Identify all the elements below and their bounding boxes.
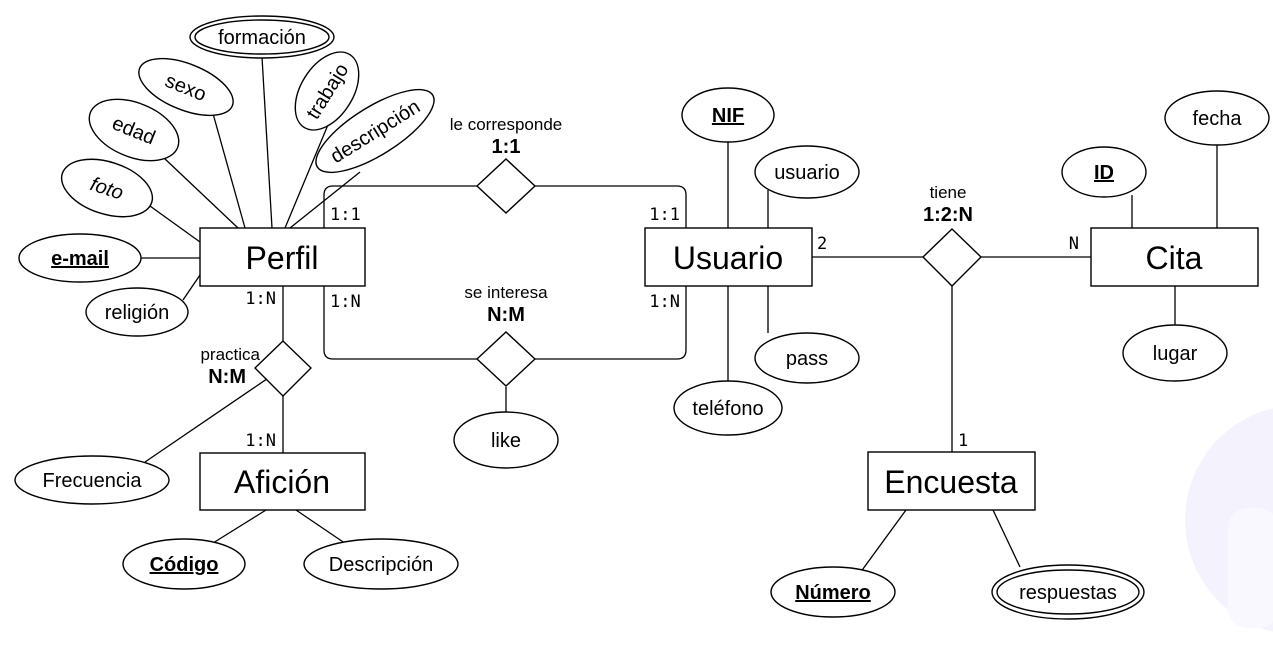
multiplicity-encuesta-tiene: 1 bbox=[958, 431, 968, 451]
relationship-le-corresponde-name: le corresponde bbox=[450, 115, 562, 134]
attribute-religion: religión bbox=[85, 287, 189, 337]
attribute-descripcion-aficion: Descripción bbox=[303, 538, 459, 590]
attribute-id: ID bbox=[1061, 146, 1147, 198]
attribute-like: like bbox=[453, 411, 559, 469]
multiplicity-usuario-le-corresponde: 1:1 bbox=[649, 205, 680, 225]
attribute-fecha: fecha bbox=[1164, 90, 1270, 146]
entity-cita: Cita bbox=[1090, 227, 1259, 287]
entity-encuesta: Encuesta bbox=[867, 451, 1036, 511]
entity-perfil: Perfil bbox=[199, 227, 366, 287]
relationship-practica-name: practica bbox=[200, 345, 260, 364]
multiplicity-perfil-practica: 1:N bbox=[245, 289, 276, 309]
multiplicity-perfil-se-interesa: 1:N bbox=[330, 292, 361, 312]
attribute-respuestas-label: respuestas bbox=[1019, 582, 1117, 604]
attribute-trabajo: trabajo bbox=[294, 51, 360, 131]
attribute-email: e-mail bbox=[18, 233, 142, 283]
attribute-descripcion-aficion-label: Descripción bbox=[329, 554, 433, 576]
attribute-nif-label: NIF bbox=[712, 105, 744, 127]
attribute-usuario: usuario bbox=[754, 145, 860, 199]
attribute-telefono-label: teléfono bbox=[692, 398, 763, 420]
attribute-usuario-label: usuario bbox=[774, 162, 840, 184]
relationship-tiene-cardinality: 1:2:N bbox=[923, 204, 973, 226]
multiplicity-perfil-le-corresponde: 1:1 bbox=[330, 205, 361, 225]
attribute-sexo: sexo bbox=[138, 57, 234, 117]
connector-lines bbox=[139, 56, 1218, 574]
entity-usuario-label: Usuario bbox=[673, 240, 783, 276]
entity-cita-label: Cita bbox=[1146, 240, 1203, 276]
attribute-lugar: lugar bbox=[1122, 324, 1228, 382]
attribute-codigo-label: Código bbox=[150, 554, 219, 576]
multiplicity-usuario-tiene: 2 bbox=[817, 234, 827, 254]
attribute-foto: foto bbox=[60, 158, 154, 218]
attribute-formacion: formación bbox=[189, 15, 335, 59]
relationship-se-interesa: se interesa N:M 1:N 1:N bbox=[330, 283, 680, 387]
relationship-se-interesa-cardinality: N:M bbox=[487, 304, 525, 326]
relationship-tiene-name: tiene bbox=[930, 183, 967, 202]
multiplicity-cita-tiene: N bbox=[1069, 234, 1079, 254]
multiplicity-aficion-practica: 1:N bbox=[245, 431, 276, 451]
attribute-frecuencia-label: Frecuencia bbox=[43, 470, 143, 492]
relationship-se-interesa-name: se interesa bbox=[464, 283, 548, 302]
attribute-formacion-label: formación bbox=[218, 27, 306, 49]
entity-encuesta-label: Encuesta bbox=[884, 464, 1018, 500]
multiplicity-usuario-se-interesa: 1:N bbox=[649, 292, 680, 312]
attribute-pass: pass bbox=[754, 332, 860, 384]
attribute-edad: edad bbox=[88, 98, 180, 162]
entity-perfil-label: Perfil bbox=[246, 240, 319, 276]
attribute-frecuencia: Frecuencia bbox=[14, 455, 170, 505]
attribute-like-label: like bbox=[491, 430, 521, 452]
relationship-le-corresponde-cardinality: 1:1 bbox=[492, 136, 521, 158]
attribute-numero-label: Número bbox=[795, 582, 871, 604]
watermark-logo bbox=[1185, 408, 1273, 632]
attribute-religion-label: religión bbox=[105, 302, 169, 324]
attribute-codigo: Código bbox=[122, 538, 246, 590]
attribute-id-label: ID bbox=[1094, 162, 1114, 184]
relationship-le-corresponde: le corresponde 1:1 1:1 1:1 bbox=[330, 115, 680, 225]
entity-usuario: Usuario bbox=[644, 227, 813, 287]
entity-aficion-label: Afición bbox=[234, 464, 330, 500]
attribute-nif: NIF bbox=[681, 87, 775, 143]
attribute-fecha-label: fecha bbox=[1193, 108, 1243, 130]
attribute-telefono: teléfono bbox=[673, 380, 783, 436]
attribute-pass-label: pass bbox=[786, 348, 828, 370]
attribute-email-label: e-mail bbox=[51, 248, 109, 270]
relationship-practica: practica N:M 1:N 1:N bbox=[200, 289, 312, 451]
attribute-lugar-label: lugar bbox=[1153, 343, 1198, 365]
relationship-practica-cardinality: N:M bbox=[208, 366, 246, 388]
entity-aficion: Afición bbox=[199, 452, 366, 511]
relationship-tiene: tiene 1:2:N 2 N 1 bbox=[817, 183, 1079, 451]
attribute-respuestas: respuestas bbox=[991, 564, 1145, 620]
attribute-numero: Número bbox=[770, 566, 896, 618]
